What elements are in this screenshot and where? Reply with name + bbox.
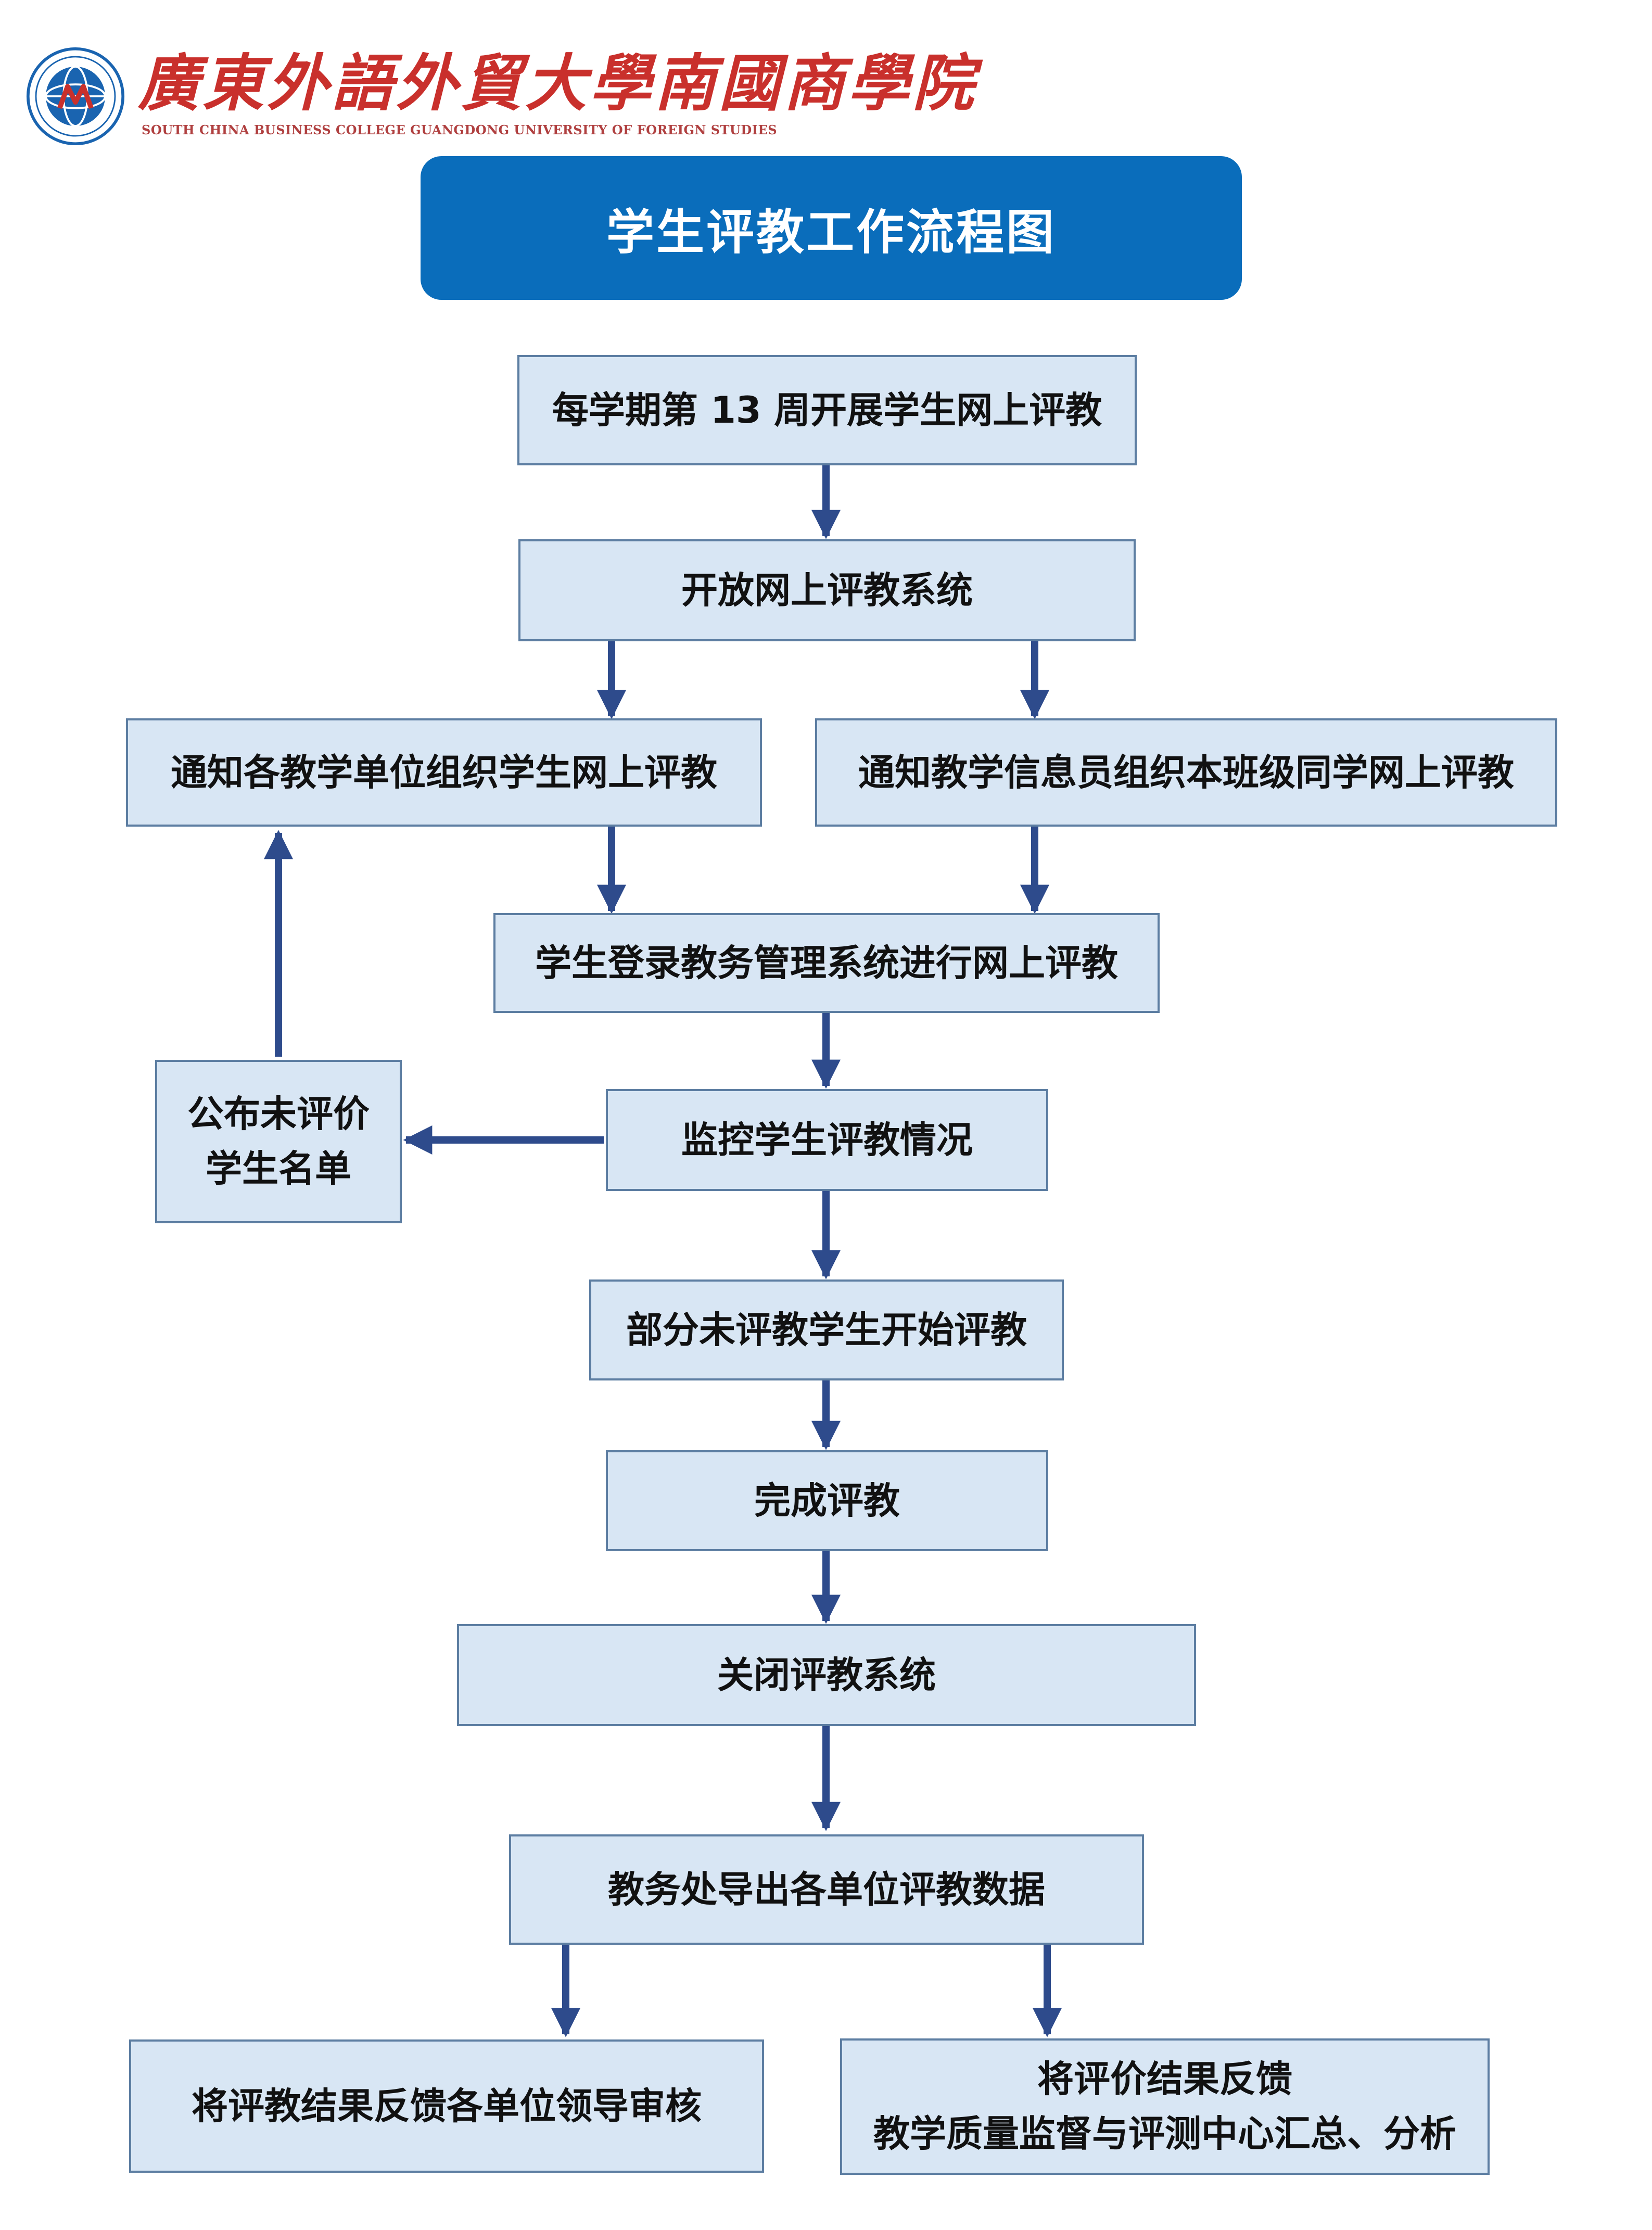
- node-feedback-units: 将评教结果反馈各单位领导审核: [129, 2039, 764, 2173]
- node-publish-line-2: 学生名单: [206, 1147, 351, 1190]
- logo-chinese-name: 廣東外語外貿大學南國商學院: [138, 47, 977, 119]
- node-feedback-center-line-1: 将评价结果反馈: [1037, 2058, 1292, 2100]
- node-open-system: 开放网上评教系统: [518, 539, 1136, 641]
- node-publish-list: 公布未评价 学生名单: [155, 1060, 402, 1223]
- node-feedback-center-line-2: 教学质量监督与评测中心汇总、分析: [873, 2112, 1456, 2155]
- page-title: 学生评教工作流程图: [421, 156, 1242, 300]
- node-complete: 完成评教: [606, 1450, 1048, 1551]
- node-feedback-center: 将评价结果反馈 教学质量监督与评测中心汇总、分析: [840, 2038, 1490, 2175]
- node-student-login: 学生登录教务管理系统进行网上评教: [493, 913, 1160, 1013]
- college-logo: 廣東外語外貿大學南國商學院 SOUTH CHINA BUSINESS COLLE…: [26, 39, 974, 159]
- node-monitor: 监控学生评教情况: [606, 1089, 1048, 1191]
- node-partial-evaluation: 部分未评教学生开始评教: [589, 1279, 1064, 1380]
- logo-english-name: SOUTH CHINA BUSINESS COLLEGE GUANGDONG U…: [142, 122, 778, 137]
- university-emblem-icon: [26, 47, 125, 146]
- node-notify-info-officers: 通知教学信息员组织本班级同学网上评教: [815, 718, 1557, 827]
- node-notify-units: 通知各教学单位组织学生网上评教: [126, 718, 762, 827]
- node-close-system: 关闭评教系统: [457, 1624, 1196, 1726]
- node-export-data: 教务处导出各单位评教数据: [509, 1834, 1144, 1945]
- node-start: 每学期第 13 周开展学生网上评教: [517, 355, 1137, 465]
- node-publish-line-1: 公布未评价: [187, 1093, 370, 1135]
